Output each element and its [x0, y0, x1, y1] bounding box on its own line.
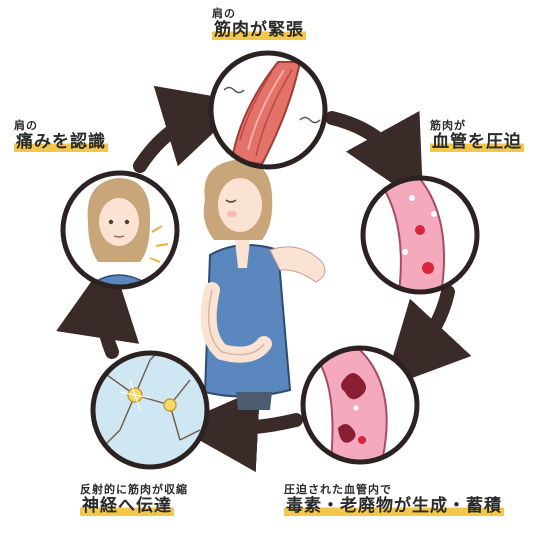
arrow-left-to-top — [133, 85, 247, 173]
label-bottom-left: 反射的に筋肉が収縮 神経へ伝達 — [80, 483, 188, 517]
arrow-right-to-bottomright — [383, 285, 472, 389]
label-left: 肩の 痛みを認識 — [14, 119, 108, 153]
label-bottom-left-big: 神経へ伝達 — [80, 495, 174, 517]
arrow-top-to-right — [325, 110, 424, 205]
label-bottom-right-big: 毒素・老廃物が生成・蓄積 — [284, 495, 504, 517]
nerve-cells-icon — [90, 350, 210, 470]
label-right-small: 筋肉が — [430, 119, 466, 132]
label-left-big: 痛みを認識 — [14, 131, 108, 153]
toxin-vessel-icon — [300, 345, 420, 465]
compressed-vessel-icon — [360, 175, 480, 295]
label-bottom-right-small: 圧迫された血管内で — [284, 483, 392, 496]
woman-holding-shoulder-icon — [200, 159, 326, 410]
label-bottom-left-small: 反射的に筋肉が収縮 — [80, 483, 188, 496]
label-top: 肩の 筋肉が緊張 — [212, 7, 306, 41]
arrow-bottomright-to-bottomleft — [174, 388, 303, 473]
label-left-small: 肩の — [14, 119, 38, 132]
arrow-bottomleft-to-left — [56, 254, 140, 359]
label-right: 筋肉が 血管を圧迫 — [430, 119, 524, 153]
cycle-arrows — [56, 85, 472, 473]
label-bottom-right: 圧迫された血管内で 毒素・老廃物が生成・蓄積 — [284, 483, 504, 517]
pained-woman-icon — [60, 170, 180, 290]
label-top-small: 肩の — [212, 7, 236, 20]
label-right-big: 血管を圧迫 — [430, 131, 524, 153]
tense-muscle-icon — [208, 50, 328, 170]
label-top-big: 筋肉が緊張 — [212, 19, 306, 41]
